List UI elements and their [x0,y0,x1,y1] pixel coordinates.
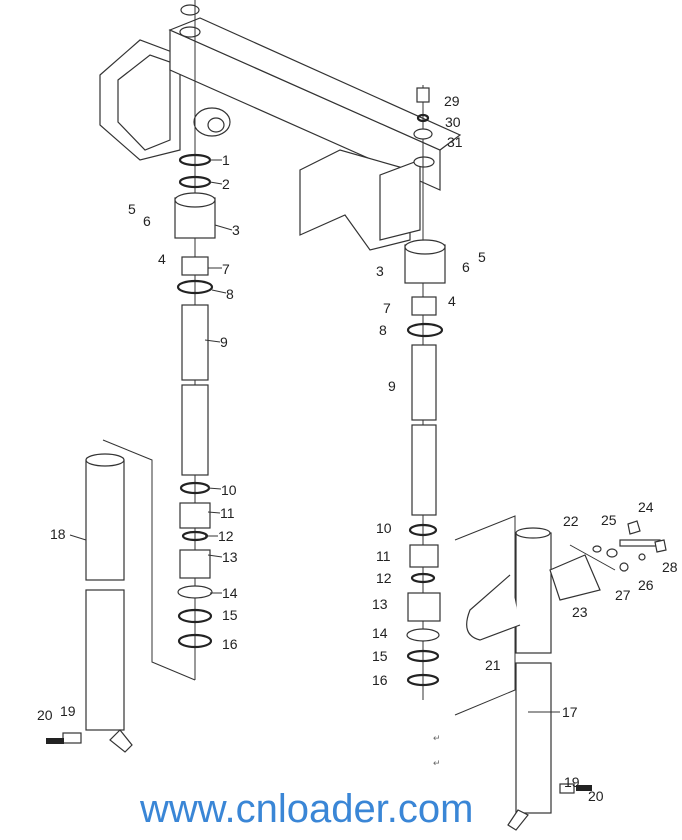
label-25: 25 [601,512,617,528]
label-7: 7 [383,300,391,316]
label-19: 19 [564,774,580,790]
watermark: www.cnloader.com [139,787,473,831]
label-4: 4 [158,251,166,267]
paragraph-marks: ↵ ↵ [433,733,441,768]
label-16: 16 [372,672,388,688]
leader-lines [69,159,560,713]
label-15: 15 [222,607,238,623]
label-10: 10 [376,520,392,536]
label-12: 12 [218,528,234,544]
label-29: 29 [444,93,460,109]
right-outer-tube [454,515,667,831]
label-30: 30 [445,114,461,130]
label-20: 20 [588,788,604,804]
left-cylinder-parts [174,153,216,649]
label-21: 21 [485,657,501,673]
label-27: 27 [615,587,631,603]
label-13: 13 [222,549,238,565]
label-8: 8 [379,322,387,338]
part-labels-left: 1 2 3 4 5 6 7 8 9 10 11 12 13 14 15 16 1… [37,152,240,723]
label-17: 17 [562,704,578,720]
label-13: 13 [372,596,388,612]
label-9: 9 [220,334,228,350]
label-8: 8 [226,286,234,302]
label-3: 3 [376,263,384,279]
label-10: 10 [221,482,237,498]
label-14: 14 [222,585,238,601]
part-labels-right: 3 4 5 6 7 8 9 10 11 12 13 14 15 16 17 19… [372,93,678,804]
label-19: 19 [60,703,76,719]
label-1: 1 [222,152,230,168]
label-15: 15 [372,648,388,664]
label-14: 14 [372,625,388,641]
label-7: 7 [222,261,230,277]
label-4: 4 [448,293,456,309]
label-31: 31 [447,134,463,150]
label-5: 5 [478,249,486,265]
label-28: 28 [662,559,678,575]
label-23: 23 [572,604,588,620]
mast-frame [99,4,462,251]
left-outer-tube [46,439,196,753]
label-26: 26 [638,577,654,593]
label-11: 11 [376,548,391,564]
label-2: 2 [222,176,230,192]
label-16: 16 [222,636,238,652]
label-18: 18 [50,526,66,542]
right-cylinder-parts [404,87,446,687]
paragraph-mark: ↵ [433,758,441,768]
label-22: 22 [563,513,579,529]
label-12: 12 [376,570,392,586]
label-9: 9 [388,378,396,394]
label-24: 24 [638,499,654,515]
label-6: 6 [462,259,470,275]
label-6: 6 [143,213,151,229]
label-3: 3 [232,222,240,238]
label-5: 5 [128,201,136,217]
label-20: 20 [37,707,53,723]
paragraph-mark: ↵ [433,733,441,743]
label-11: 11 [220,505,235,521]
